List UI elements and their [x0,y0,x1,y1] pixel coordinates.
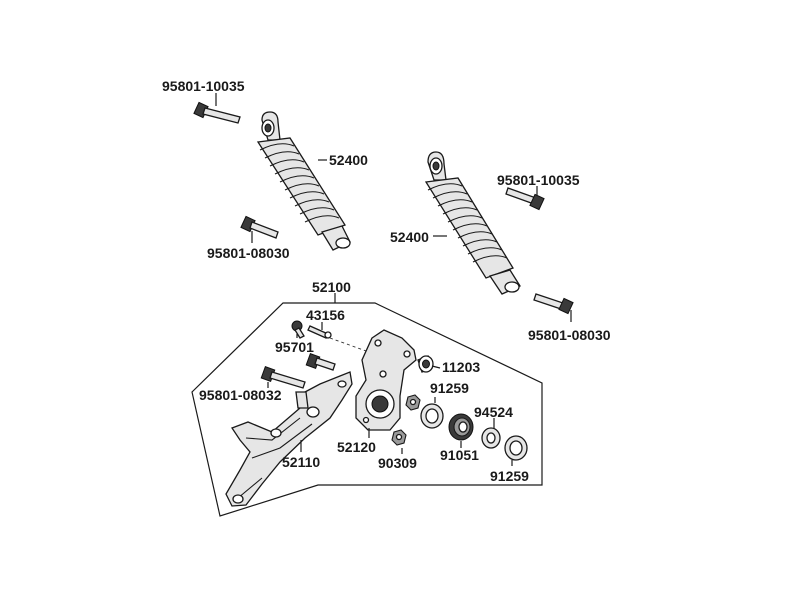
label-shock-right: 52400 [390,229,429,245]
bracket [225,371,353,507]
shock-absorber-left [256,111,351,251]
seal-lower [504,435,528,461]
shock-absorber-right [424,151,521,295]
label-spring-pin: 43156 [306,307,345,323]
label-bolt-bottom-left: 95801-08030 [207,245,290,261]
spring-pin [307,325,332,339]
nut [391,394,421,446]
label-nut: 90309 [378,455,417,471]
collar [417,355,434,373]
bolt-bottom-left [240,215,279,239]
small-bolt [291,320,305,339]
label-small-bolt: 95701 [275,339,314,355]
bolt-bracket [260,353,336,389]
hub-plate [355,329,417,431]
label-seal-upper: 91259 [430,380,469,396]
label-washer: 94524 [474,404,513,420]
seal-upper [420,403,444,429]
label-bracket: 52110 [282,454,320,470]
label-seal-lower: 91259 [490,468,529,484]
label-shock-left: 52400 [329,152,368,168]
label-assembly: 52100 [312,279,351,295]
bearing [448,413,474,441]
label-bolt-bottom-right: 95801-08030 [528,327,611,343]
bolt-bottom-right [533,293,574,315]
label-collar: 11203 [442,359,480,375]
bolt-top-left [193,101,241,124]
label-hub-plate: 52120 [337,439,376,455]
label-bolt-top-right: 95801-10035 [497,172,580,188]
label-bearing: 91051 [440,447,479,463]
label-bolt-bracket: 95801-08032 [199,387,282,403]
washer [481,427,501,449]
assembly-outline [191,302,543,517]
bolt-top-right [505,187,545,211]
label-bolt-top-left: 95801-10035 [162,78,245,94]
